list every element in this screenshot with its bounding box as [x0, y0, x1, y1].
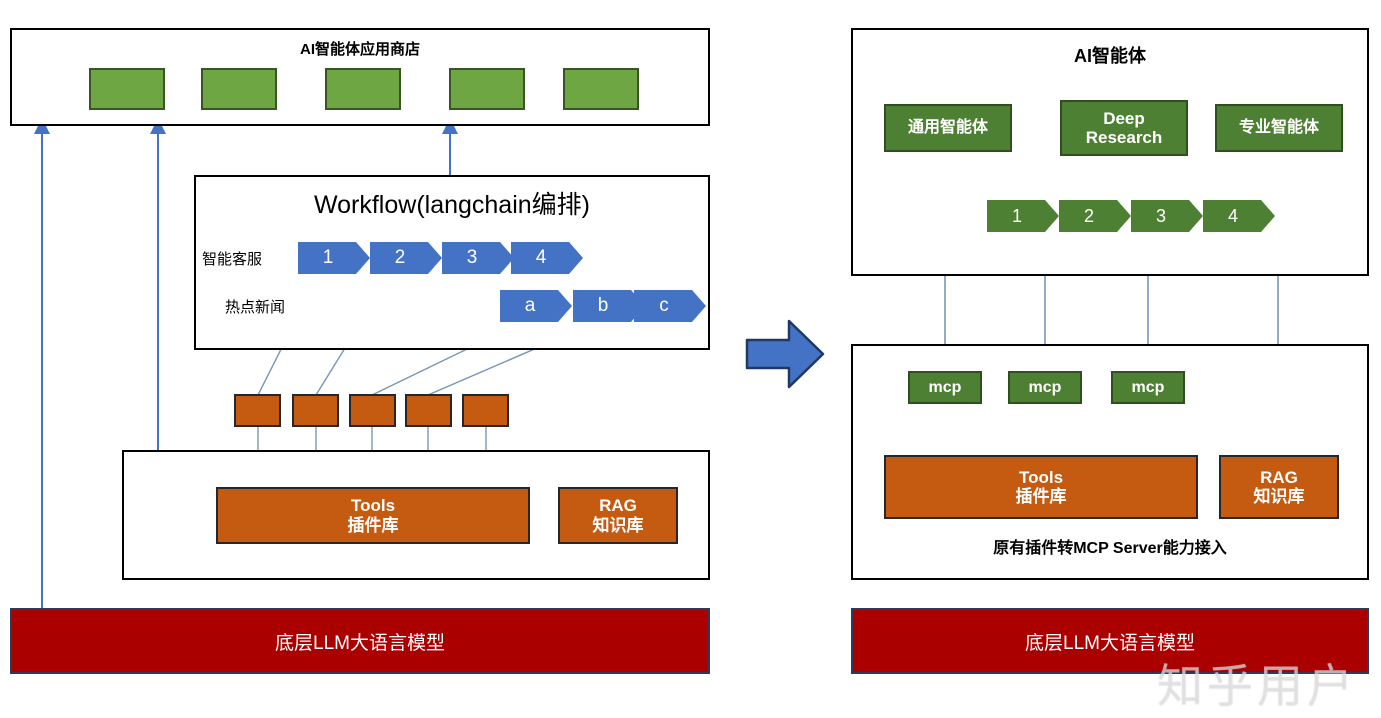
- tools-box[interactable]: Tools 插件库: [216, 487, 530, 544]
- agent-tile-deep-research[interactable]: Deep Research: [1060, 100, 1188, 156]
- workflow-step-label: 2: [394, 247, 406, 268]
- plugin-tile[interactable]: [292, 394, 339, 427]
- agent-step-label: 2: [1083, 205, 1094, 226]
- workflow-step-label: c: [659, 295, 669, 316]
- tools-box-right-label: Tools 插件库: [1015, 467, 1067, 506]
- llm-bar-right-label: 底层LLM大语言模型: [1025, 632, 1195, 654]
- chevron-shape: [1203, 200, 1275, 232]
- chevron-shape: [1131, 200, 1203, 232]
- chevron-shape: [987, 200, 1059, 232]
- tools-box-right[interactable]: Tools 插件库: [884, 455, 1198, 519]
- workflow-step[interactable]: 1: [298, 242, 370, 274]
- app-store-title: AI智能体应用商店: [299, 41, 420, 58]
- llm-bar-left: 底层LLM大语言模型: [10, 608, 710, 674]
- llm-bar-left-label: 底层LLM大语言模型: [275, 632, 445, 654]
- workflow-row2-label: 热点新闻: [225, 299, 286, 316]
- plugin-tile[interactable]: [405, 394, 452, 427]
- agent-tile-deep-research-label: Deep Research: [1085, 108, 1163, 147]
- app-tile[interactable]: [449, 68, 525, 110]
- right-arrow-icon: [745, 319, 825, 389]
- workflow-step[interactable]: 2: [370, 242, 442, 274]
- workflow-step-label: a: [524, 295, 536, 316]
- tools-box-label: Tools 插件库: [347, 496, 399, 535]
- workflow-step-label: 4: [535, 247, 547, 268]
- mcp-tile[interactable]: mcp: [1008, 371, 1082, 404]
- llm-bar-right: 底层LLM大语言模型: [851, 608, 1369, 674]
- mcp-tile-label: mcp: [1131, 378, 1165, 396]
- agent-tile-general[interactable]: 通用智能体: [884, 104, 1012, 152]
- agent-step-label: 1: [1011, 205, 1022, 226]
- chevron-shape: [634, 290, 706, 322]
- mcp-tile[interactable]: mcp: [908, 371, 982, 404]
- mcp-tile[interactable]: mcp: [1111, 371, 1185, 404]
- chevron-shape: [1059, 200, 1131, 232]
- rag-box-right-label: RAG 知识库: [1253, 467, 1305, 506]
- chevron-shape: [500, 290, 572, 322]
- workflow-row1-label: 智能客服: [202, 251, 263, 268]
- plugin-tile[interactable]: [349, 394, 396, 427]
- workflow-step-label: 1: [322, 247, 334, 268]
- chevron-shape: [573, 290, 645, 322]
- agent-panel-title: AI智能体: [1074, 46, 1146, 66]
- agent-tile-professional[interactable]: 专业智能体: [1215, 104, 1343, 152]
- plugin-tile[interactable]: [234, 394, 281, 427]
- workflow-step[interactable]: a: [500, 290, 572, 322]
- agent-step[interactable]: 1: [987, 200, 1059, 232]
- app-tile[interactable]: [201, 68, 277, 110]
- agent-step-label: 4: [1227, 205, 1238, 226]
- chevron-shape: [442, 242, 514, 274]
- agent-tile-professional-label: 专业智能体: [1238, 119, 1319, 137]
- workflow-step-label: b: [597, 295, 609, 316]
- workflow-step[interactable]: 3: [442, 242, 514, 274]
- chevron-shape: [511, 242, 583, 274]
- plugin-tile[interactable]: [462, 394, 509, 427]
- workflow-step[interactable]: 4: [511, 242, 583, 274]
- app-tile[interactable]: [563, 68, 639, 110]
- mcp-panel-footer: 原有插件转MCP Server能力接入: [993, 540, 1227, 557]
- agent-step-label: 3: [1155, 205, 1166, 226]
- rag-box[interactable]: RAG 知识库: [558, 487, 678, 544]
- agent-tile-general-label: 通用智能体: [907, 119, 988, 137]
- agent-step[interactable]: 3: [1131, 200, 1203, 232]
- watermark: 知乎用户: [1157, 659, 1357, 713]
- workflow-title: Workflow(langchain编排): [313, 191, 590, 219]
- chevron-shape: [370, 242, 442, 274]
- workflow-step[interactable]: b: [573, 290, 645, 322]
- mcp-tile-label: mcp: [928, 378, 962, 396]
- app-tile[interactable]: [325, 68, 401, 110]
- agent-step[interactable]: 4: [1203, 200, 1275, 232]
- rag-box-right[interactable]: RAG 知识库: [1219, 455, 1339, 519]
- agent-step[interactable]: 2: [1059, 200, 1131, 232]
- workflow-step[interactable]: c: [634, 290, 706, 322]
- workflow-step-label: 3: [466, 247, 478, 268]
- mcp-tile-label: mcp: [1028, 378, 1062, 396]
- rag-box-label: RAG 知识库: [592, 496, 644, 535]
- chevron-shape: [298, 242, 370, 274]
- app-tile[interactable]: [89, 68, 165, 110]
